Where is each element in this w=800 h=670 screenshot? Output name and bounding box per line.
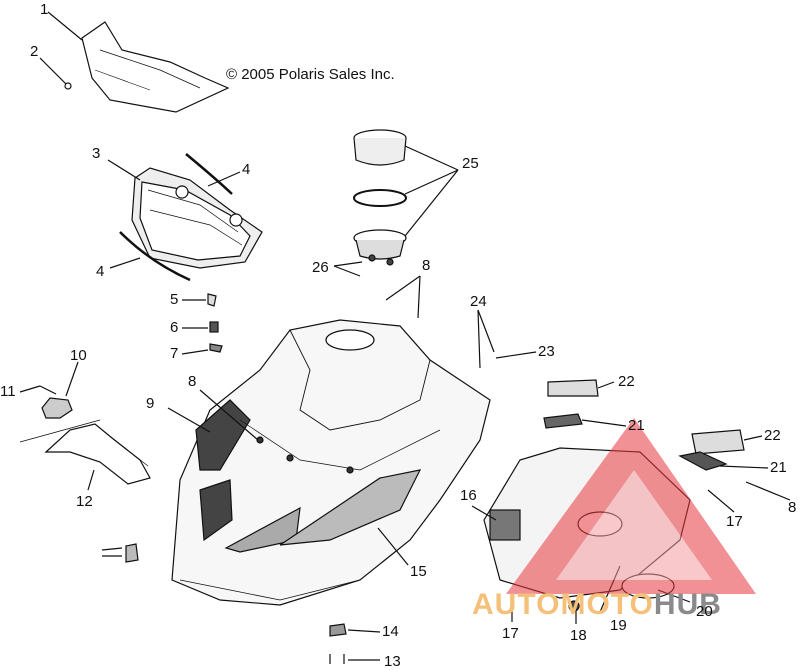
- leader-line: [471, 505, 497, 521]
- callout-23: 23: [538, 343, 555, 360]
- callout-24: 24: [470, 293, 487, 310]
- hood-part: [171, 319, 491, 606]
- grille-part-21b: [678, 451, 728, 471]
- callout-22-upper: 22: [618, 373, 635, 390]
- watermark-logo: [506, 418, 756, 594]
- callout-20: 20: [696, 603, 713, 620]
- leader-line: [47, 11, 83, 41]
- leader-line: [333, 265, 361, 277]
- watermark-text: AUTOMOTOHUB: [472, 588, 722, 622]
- leader-line: [743, 435, 763, 441]
- hardware-parts: [101, 543, 139, 563]
- decal-part-22b: [691, 429, 745, 455]
- leader-line: [719, 465, 769, 469]
- gauge-assembly: [353, 129, 407, 266]
- callout-9: 9: [146, 395, 155, 412]
- callout-21-upper: 21: [628, 417, 645, 434]
- callout-4-lower: 4: [96, 263, 105, 280]
- leader-line: [207, 171, 241, 187]
- lamp-part: [19, 361, 79, 419]
- callout-13: 13: [384, 653, 401, 670]
- watermark-text-part-b: HUB: [653, 588, 722, 621]
- leader-line: [745, 481, 791, 501]
- clip-part-14: [329, 623, 347, 637]
- callout-14: 14: [382, 623, 399, 640]
- callout-10: 10: [70, 347, 87, 364]
- callout-22-lower: 22: [764, 427, 781, 444]
- callout-21-lower: 21: [770, 459, 787, 476]
- callout-6: 6: [170, 319, 179, 336]
- leader-line: [199, 389, 259, 441]
- leader-line: [109, 257, 141, 269]
- leader-line: [107, 159, 141, 181]
- leader-line: [707, 489, 735, 513]
- callout-5: 5: [170, 291, 179, 308]
- windshield-part: [81, 21, 230, 113]
- callout-8-top: 8: [422, 257, 431, 274]
- decal-part-22a: [547, 379, 599, 397]
- leader-line: [385, 275, 421, 301]
- callout-18: 18: [570, 627, 587, 644]
- callout-8-right: 8: [788, 499, 797, 516]
- screw-part: [39, 57, 72, 90]
- handguard-part: [19, 419, 151, 491]
- callout-25: 25: [462, 155, 479, 172]
- fastener-parts: [181, 293, 223, 355]
- callout-2: 2: [30, 43, 39, 60]
- grille-part-21a: [543, 413, 583, 429]
- leader-line: [167, 407, 211, 433]
- trim-strip-upper: [185, 153, 233, 195]
- callout-15: 15: [410, 563, 427, 580]
- leader-line: [377, 527, 409, 566]
- leader-line: [597, 381, 615, 389]
- callout-17-right: 17: [726, 513, 743, 530]
- callout-11: 11: [0, 383, 16, 400]
- callout-4-upper: 4: [242, 161, 251, 178]
- callout-8-left: 8: [188, 373, 197, 390]
- callout-7: 7: [170, 345, 179, 362]
- callout-16: 16: [460, 487, 477, 504]
- leader-line: [417, 275, 421, 319]
- callout-26: 26: [312, 259, 329, 276]
- copyright-text: © 2005 Polaris Sales Inc.: [226, 66, 395, 83]
- callout-3: 3: [92, 145, 101, 162]
- leader-line: [581, 419, 627, 427]
- headlight-part: [131, 167, 263, 269]
- leader-line: [347, 629, 381, 633]
- watermark-text-part-a: AUTOMOTO: [472, 588, 654, 621]
- leader-line: [404, 169, 459, 237]
- leader-line: [404, 145, 459, 171]
- callout-1: 1: [40, 1, 49, 18]
- callout-12: 12: [76, 493, 93, 510]
- leader-line: [495, 351, 537, 359]
- leader-line: [333, 261, 363, 267]
- leader-line: [477, 309, 495, 353]
- callout-17-bottom: 17: [502, 625, 519, 642]
- trim-strip-lower: [119, 231, 191, 282]
- callout-19: 19: [610, 617, 627, 634]
- leader-line: [477, 309, 481, 369]
- leader-line: [404, 169, 459, 195]
